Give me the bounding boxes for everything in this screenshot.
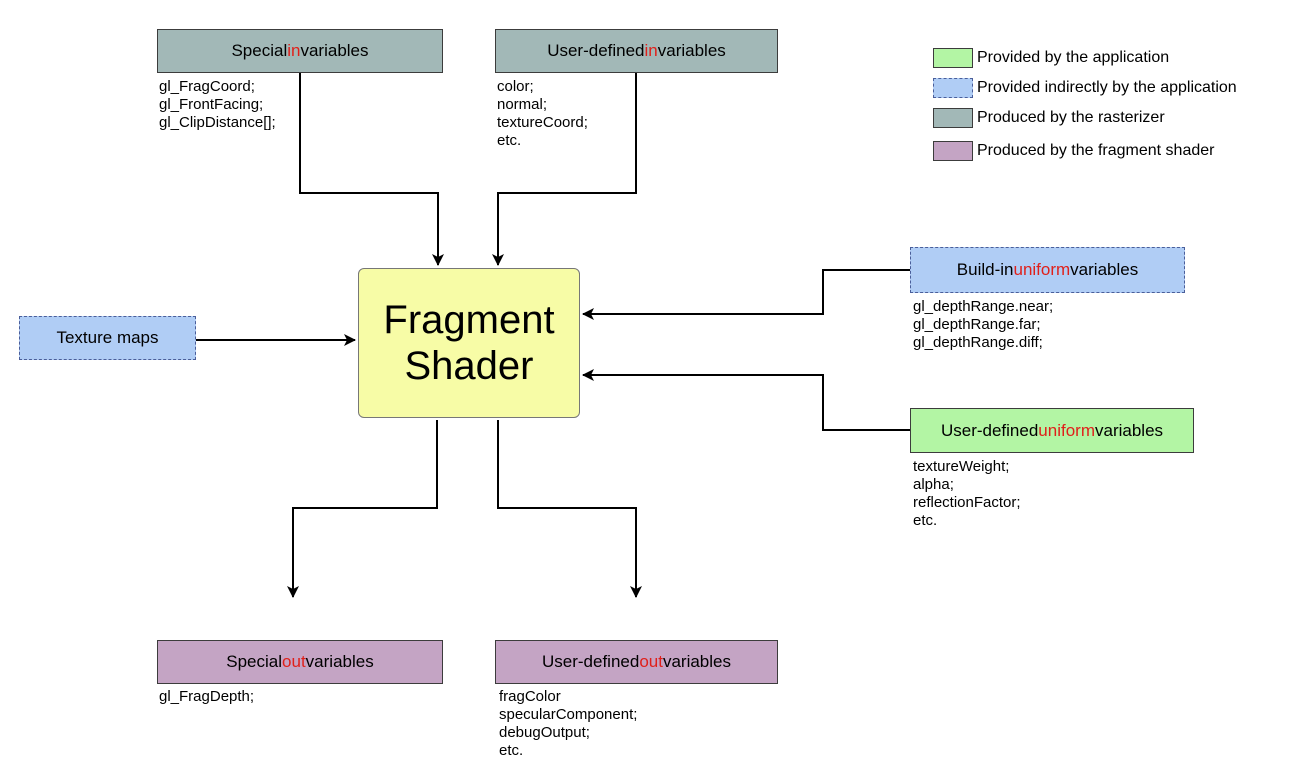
list-item: gl_FragCoord; [159, 78, 255, 95]
list-item: fragColor [499, 688, 561, 705]
legend-swatch [933, 48, 973, 68]
list-item: gl_FrontFacing; [159, 96, 264, 113]
special-out-box: Special out variables [157, 640, 443, 684]
list-item: etc. [913, 512, 938, 529]
legend-label: Produced by the rasterizer [977, 109, 1165, 126]
user-out-list: fragColor specularComponent; debugOutput… [499, 688, 637, 760]
builtin-uniform-list: gl_depthRange.near; gl_depthRange.far; g… [913, 298, 1053, 352]
list-item: gl_depthRange.near; [913, 298, 1054, 315]
builtin-uniform-box: Build-in uniform variables [910, 247, 1185, 293]
list-item: gl_FragDepth; [159, 688, 255, 705]
legend-label: Produced by the fragment shader [977, 142, 1215, 159]
list-item: gl_depthRange.diff; [913, 334, 1043, 351]
user-in-box: User-defined in variables [495, 29, 778, 73]
arrow-shader-to-user-out [497, 420, 642, 598]
shader-title-line-2: Shader [404, 344, 534, 388]
special-in-list: gl_FragCoord; gl_FrontFacing; gl_ClipDis… [159, 78, 276, 132]
arrow-builtin-uniform-to-shader [582, 269, 910, 320]
special-out-list: gl_FragDepth; [159, 688, 254, 706]
legend-item-fragment-shader: Produced by the fragment shader [933, 141, 1214, 161]
arrow-special-in-to-shader [299, 72, 444, 266]
special-in-box: Special in variables [157, 29, 443, 73]
user-out-box: User-defined out variables [495, 640, 778, 684]
legend-item-application: Provided by the application [933, 48, 1169, 68]
user-in-list: color; normal; textureCoord; etc. [497, 78, 588, 150]
legend-label: Provided by the application [977, 49, 1170, 66]
list-item: etc. [499, 742, 524, 759]
list-item: gl_ClipDistance[]; [159, 114, 276, 131]
list-item: textureCoord; [497, 114, 588, 131]
list-item: debugOutput; [499, 724, 590, 741]
list-item: color; [497, 78, 534, 95]
arrow-shader-to-special-out [287, 420, 438, 598]
user-uniform-box: User-defined uniform variables [910, 408, 1194, 453]
list-item: specularComponent; [499, 706, 638, 723]
list-item: textureWeight; [913, 458, 1010, 475]
user-uniform-list: textureWeight; alpha; reflectionFactor; … [913, 458, 1021, 530]
legend-swatch [933, 108, 973, 128]
arrow-user-in-to-shader [492, 72, 637, 266]
list-item: etc. [497, 132, 522, 149]
legend-item-indirect-application: Provided indirectly by the application [933, 78, 1237, 98]
arrow-user-uniform-to-shader [582, 369, 910, 431]
legend-label: Provided indirectly by the application [977, 79, 1237, 96]
legend-item-rasterizer: Produced by the rasterizer [933, 108, 1165, 128]
list-item: gl_depthRange.far; [913, 316, 1041, 333]
shader-title-line-1: Fragment [383, 298, 555, 342]
list-item: normal; [497, 96, 548, 113]
list-item: reflectionFactor; [913, 494, 1021, 511]
texture-maps-box: Texture maps [19, 316, 196, 360]
legend-swatch [933, 141, 973, 161]
legend-swatch [933, 78, 973, 98]
list-item: alpha; [913, 476, 954, 493]
fragment-shader-box: Fragment Shader [358, 268, 580, 418]
